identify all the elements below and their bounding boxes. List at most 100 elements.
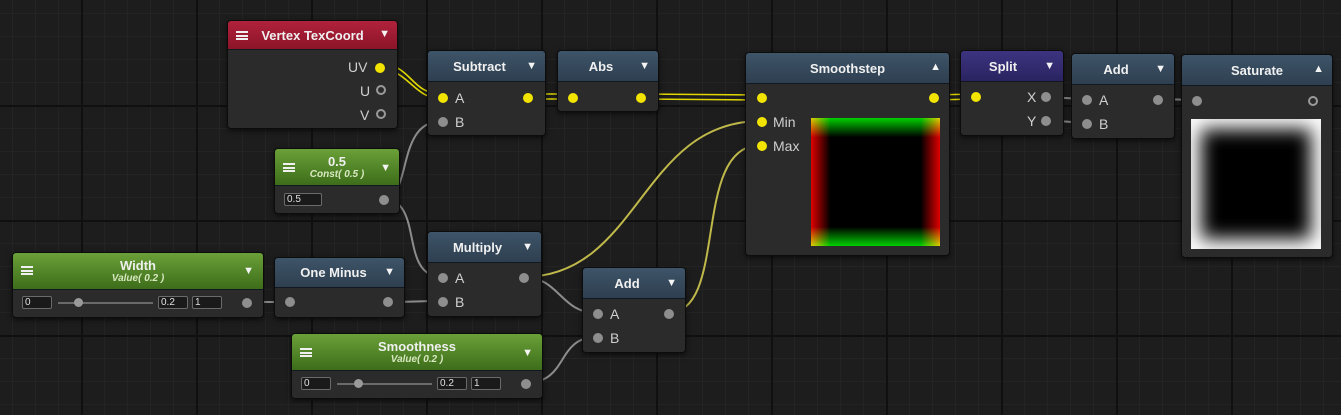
split-node[interactable]: Split ▼ X Y (960, 50, 1064, 136)
dropdown-arrow-icon[interactable]: ▼ (380, 162, 391, 174)
input-label-b: B (610, 330, 620, 346)
dropdown-arrow-icon[interactable]: ▼ (1044, 60, 1055, 72)
const-header[interactable]: 0.5 Const( 0.5 ) ▼ (275, 149, 399, 186)
const-node[interactable]: 0.5 Const( 0.5 ) ▼ 0.5 (274, 148, 400, 214)
max-field[interactable]: 1 (192, 296, 222, 309)
output-port[interactable] (521, 379, 531, 389)
output-port[interactable] (1153, 95, 1163, 105)
smoothness-header[interactable]: Smoothness Value( 0.2 ) ▼ (292, 334, 542, 371)
input-label-a: A (455, 270, 465, 286)
output-port-uv[interactable] (375, 63, 385, 73)
input-port-value[interactable] (757, 93, 767, 103)
add-node-middle[interactable]: Add ▼ A B (582, 267, 686, 353)
node-title: One Minus (300, 265, 367, 280)
node-title: Smoothness (377, 339, 456, 354)
output-port[interactable] (636, 93, 646, 103)
saturate-header[interactable]: Saturate ▲ (1182, 55, 1332, 86)
width-header[interactable]: Width Value( 0.2 ) ▼ (13, 253, 263, 290)
value-slider-thumb[interactable] (74, 298, 83, 307)
add-header[interactable]: Add ▼ (583, 268, 685, 299)
abs-header[interactable]: Abs ▼ (558, 51, 658, 82)
menu-icon[interactable] (21, 266, 33, 275)
value-slider-track[interactable] (337, 383, 432, 385)
output-port[interactable] (1308, 96, 1318, 106)
dropdown-arrow-icon[interactable]: ▼ (384, 266, 395, 278)
one-minus-node[interactable]: One Minus ▼ (274, 257, 405, 318)
output-port[interactable] (664, 309, 674, 319)
dropdown-arrow-icon[interactable]: ▼ (1155, 63, 1166, 75)
width-node[interactable]: Width Value( 0.2 ) ▼ 0 0.2 1 (12, 252, 264, 318)
subtract-node[interactable]: Subtract ▼ A B (427, 50, 546, 136)
menu-icon[interactable] (236, 31, 248, 40)
dropdown-arrow-icon[interactable]: ▼ (526, 60, 537, 72)
smoothstep-preview (811, 118, 940, 246)
value-field[interactable]: 0.2 (437, 377, 467, 390)
saturate-node[interactable]: Saturate ▲ (1181, 54, 1333, 258)
dropdown-arrow-icon[interactable]: ▼ (639, 60, 650, 72)
input-label-b: B (455, 114, 465, 130)
node-title: Add (1103, 62, 1129, 77)
min-field[interactable]: 0 (22, 296, 52, 309)
add-header[interactable]: Add ▼ (1072, 54, 1174, 85)
output-port[interactable] (519, 273, 529, 283)
input-port-a[interactable] (438, 93, 448, 103)
smoothstep-header[interactable]: Smoothstep ▲ (746, 53, 949, 84)
dropdown-arrow-icon[interactable]: ▼ (522, 347, 533, 359)
input-port[interactable] (1192, 96, 1202, 106)
output-port-u[interactable] (376, 85, 386, 95)
one-minus-header[interactable]: One Minus ▼ (275, 258, 404, 288)
output-port-x[interactable] (1041, 92, 1051, 102)
input-port[interactable] (971, 92, 981, 102)
wire-multiply-to-min (522, 120, 762, 278)
input-port-b[interactable] (593, 333, 603, 343)
output-port[interactable] (242, 298, 252, 308)
multiply-node[interactable]: Multiply ▼ A B (427, 231, 542, 317)
value-field[interactable]: 0.2 (158, 296, 188, 309)
output-port-y[interactable] (1041, 116, 1051, 126)
min-field[interactable]: 0 (301, 377, 331, 390)
collapse-arrow-icon[interactable]: ▲ (930, 61, 941, 73)
output-port-v[interactable] (376, 109, 386, 119)
output-port[interactable] (383, 297, 393, 307)
collapse-arrow-icon[interactable]: ▲ (1313, 63, 1324, 75)
max-field[interactable]: 1 (471, 377, 501, 390)
input-label-b: B (455, 294, 465, 310)
menu-icon[interactable] (300, 348, 312, 357)
abs-node[interactable]: Abs ▼ (557, 50, 659, 112)
subtract-header[interactable]: Subtract ▼ (428, 51, 545, 82)
input-port-b[interactable] (1082, 119, 1092, 129)
output-port[interactable] (929, 93, 939, 103)
menu-icon[interactable] (283, 163, 295, 172)
value-slider-track[interactable] (58, 302, 153, 304)
dropdown-arrow-icon[interactable]: ▼ (522, 241, 533, 253)
output-port[interactable] (379, 195, 389, 205)
input-port-a[interactable] (593, 309, 603, 319)
smoothness-node[interactable]: Smoothness Value( 0.2 ) ▼ 0 0.2 1 (291, 333, 543, 399)
dropdown-arrow-icon[interactable]: ▼ (379, 28, 390, 40)
node-title: Multiply (452, 240, 503, 255)
vertex-texcoord-header[interactable]: Vertex TexCoord ▼ (228, 21, 397, 50)
dropdown-arrow-icon[interactable]: ▼ (666, 277, 677, 289)
split-header[interactable]: Split ▼ (961, 51, 1063, 82)
add-node-right[interactable]: Add ▼ A B (1071, 53, 1175, 139)
value-slider-thumb[interactable] (354, 379, 363, 388)
vertex-texcoord-node[interactable]: Vertex TexCoord ▼ UV U V (227, 20, 398, 129)
input-port-a[interactable] (438, 273, 448, 283)
input-port-b[interactable] (438, 297, 448, 307)
input-port-b[interactable] (438, 117, 448, 127)
input-port-max[interactable] (757, 141, 767, 151)
input-port-min[interactable] (757, 117, 767, 127)
smoothstep-node[interactable]: Smoothstep ▲ Min Max (745, 52, 950, 256)
input-port[interactable] (285, 297, 295, 307)
node-title: Width (120, 258, 156, 273)
dropdown-arrow-icon[interactable]: ▼ (243, 265, 254, 277)
node-title: Saturate (1230, 63, 1284, 78)
node-title: Vertex TexCoord (261, 28, 364, 43)
multiply-header[interactable]: Multiply ▼ (428, 232, 541, 263)
input-port-a[interactable] (1082, 95, 1092, 105)
output-label-x: X (1027, 89, 1037, 105)
input-port[interactable] (568, 93, 578, 103)
output-port[interactable] (523, 93, 533, 103)
const-value-field[interactable]: 0.5 (284, 193, 322, 206)
node-subtitle: Value( 0.2 ) (390, 354, 444, 365)
